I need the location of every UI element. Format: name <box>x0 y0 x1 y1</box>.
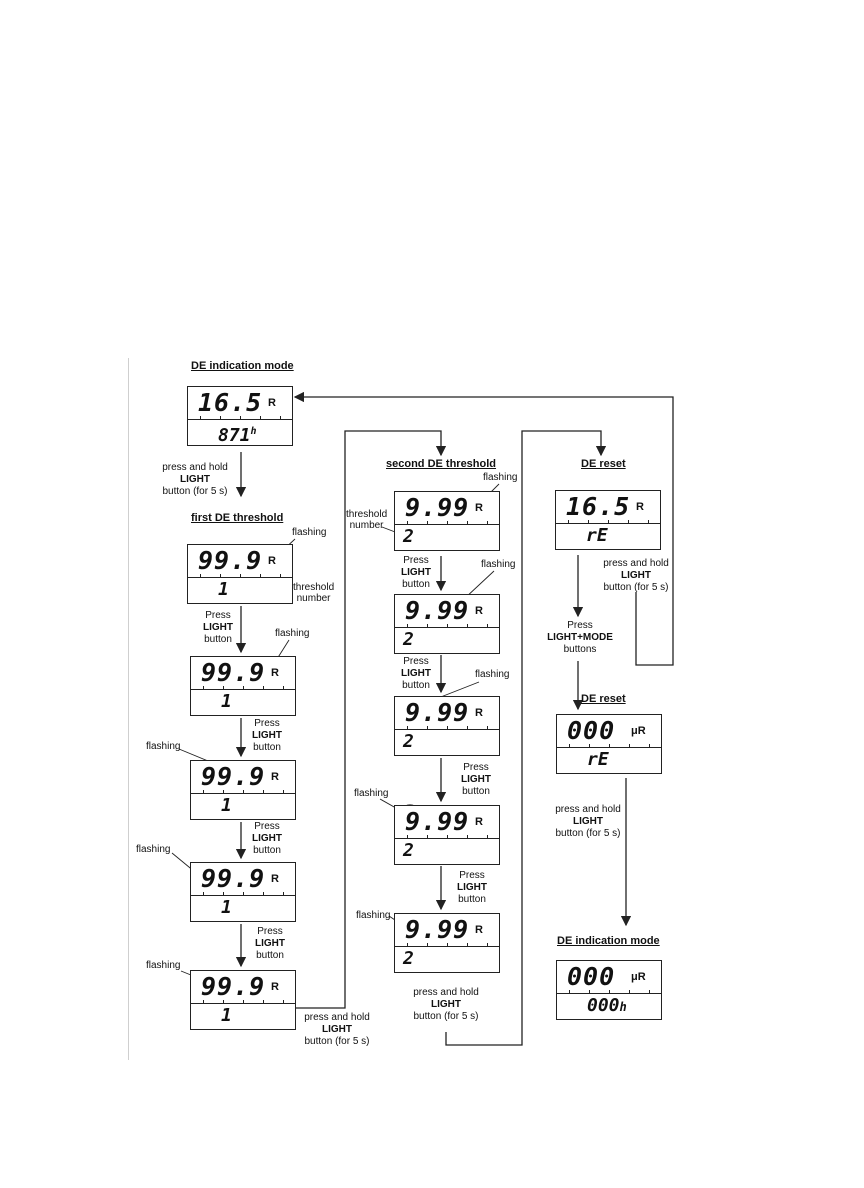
label-flashing-4: flashing <box>136 844 171 855</box>
title-de-indication-mode: DE indication mode <box>191 360 294 372</box>
title-second-threshold: second DE threshold <box>386 458 497 470</box>
label-flashing-6: flashing <box>483 472 518 483</box>
label-flashing-9: flashing <box>354 788 389 799</box>
label-flashing-2: flashing <box>275 628 310 639</box>
page-divider <box>128 358 129 1060</box>
label-flashing-5: flashing <box>146 960 181 971</box>
title-de-reset-2: DE reset <box>581 693 626 705</box>
label-flashing-7: flashing <box>481 559 516 570</box>
label-flashing-10: flashing <box>356 910 391 921</box>
title-first-threshold: first DE threshold <box>191 512 284 524</box>
label-flashing-3: flashing <box>146 741 181 752</box>
label-flashing-8: flashing <box>475 669 510 680</box>
label-flashing-1: flashing <box>292 527 327 538</box>
title-de-reset-1: DE reset <box>581 458 626 470</box>
title-de-indication-mode-2: DE indication mode <box>557 935 660 947</box>
